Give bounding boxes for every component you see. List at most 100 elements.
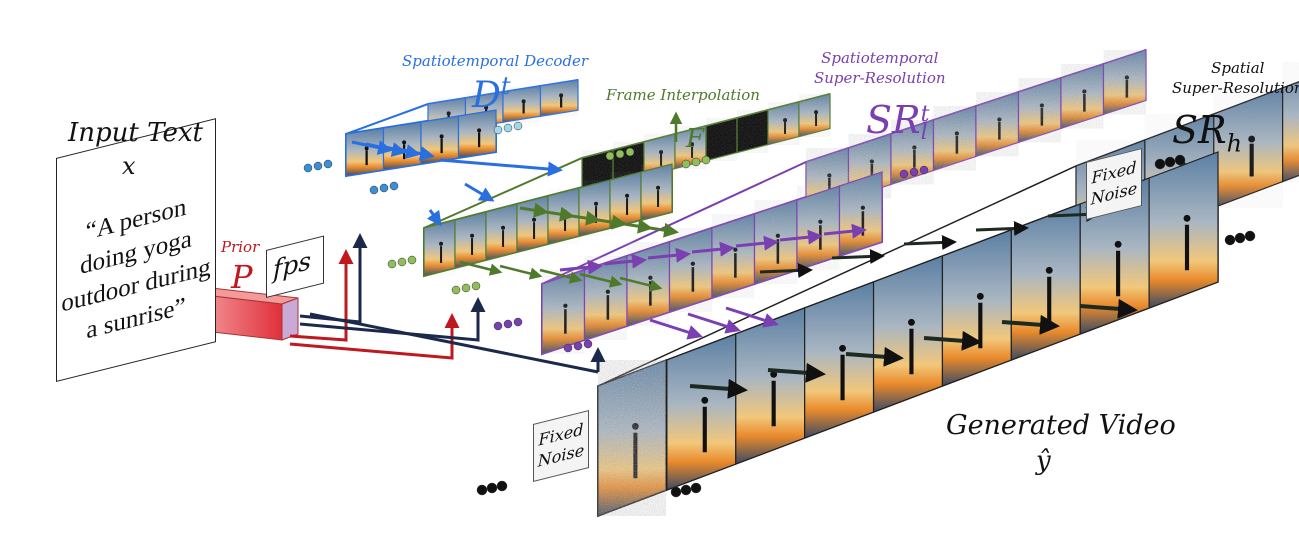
srl-to-srh-arrow <box>725 306 779 328</box>
ellipsis-dot <box>1174 154 1186 166</box>
sr-low-strip-front-frame <box>583 255 628 341</box>
silhouette-head <box>770 370 778 378</box>
interp-inner-arrow <box>649 222 679 238</box>
srl-inner-arrow <box>735 235 779 251</box>
frame-image <box>941 229 1012 387</box>
interp-top-dots <box>605 147 635 161</box>
srl-inner-arrow <box>559 259 603 275</box>
interp-inner-arrow <box>519 202 549 218</box>
srh-inner-arrow <box>903 234 957 250</box>
sr-high-strip-front-frame <box>941 229 1012 387</box>
frame-noise <box>424 220 455 276</box>
ellipsis-dot <box>605 151 615 161</box>
sr-high-strip-front-frame <box>872 255 944 413</box>
sr-low-strip-front-frame <box>796 185 841 271</box>
frame-noise <box>768 102 799 145</box>
sr-high-strip-front-frame <box>666 333 737 491</box>
sr-low-strip-back-frame <box>1102 49 1147 116</box>
frame-noise <box>1213 88 1283 208</box>
sr-low-strip-back-frame <box>975 91 1020 158</box>
srh-inner-arrow <box>767 362 826 383</box>
sr-low-strip-back-frame <box>1017 77 1062 144</box>
ellipsis-dot <box>919 165 929 175</box>
interp-left-dots <box>387 255 417 269</box>
frame-noise <box>675 126 706 169</box>
sr-high-strip-back-frame <box>1213 87 1284 209</box>
srh-inner-arrow <box>845 346 904 367</box>
ellipsis-dot <box>1224 234 1236 246</box>
decoder-strip-front-frame <box>457 109 497 159</box>
ellipsis-dot <box>486 482 498 494</box>
decoder-symbol: Dt <box>472 72 511 116</box>
srl-inner-arrow <box>691 241 735 257</box>
ellipsis-dot <box>563 343 573 353</box>
interp-to-srl-arrow <box>619 276 663 292</box>
silhouette-head <box>402 140 407 145</box>
frame-noise <box>455 212 486 268</box>
interp-to-srl-arrow <box>459 260 503 276</box>
srl-to-srh-arrow <box>687 312 741 334</box>
frame-noise <box>540 80 578 117</box>
ellipsis-dot <box>397 257 407 267</box>
ellipsis-dot <box>681 159 691 169</box>
frame-noise <box>579 180 610 236</box>
fps-label: fps <box>273 245 312 285</box>
frame-image <box>735 307 806 465</box>
frame-image <box>345 127 385 177</box>
decoder-strip-back-frame <box>539 79 579 117</box>
ellipsis-dot <box>680 484 692 496</box>
ellipsis-dot <box>503 319 513 329</box>
frame-image <box>1148 151 1219 309</box>
srl-label-line: Super-Resolution <box>814 69 946 87</box>
frame-noise <box>584 256 627 340</box>
interp-strip-front-frame <box>578 179 611 237</box>
interp-inner-arrow <box>597 214 627 230</box>
interp-right-dots <box>681 155 711 169</box>
silhouette-head <box>1183 214 1191 222</box>
ellipsis-dot <box>615 149 625 159</box>
srh-label: Spatial Super-Resolution <box>1172 58 1299 98</box>
srh-symbol-sub: h <box>1226 129 1243 158</box>
interp-inner-arrow <box>545 206 575 222</box>
prior-to-decoder-line <box>289 249 354 342</box>
ellipsis-dot <box>899 169 909 179</box>
frame-noise <box>797 186 840 270</box>
srh-inner-arrow <box>1079 298 1138 319</box>
prior-to-interp-line <box>289 313 460 360</box>
decoder-right-dots <box>493 121 523 135</box>
silhouette-head <box>839 344 846 352</box>
ellipsis-dot <box>625 147 635 157</box>
sr-high-strip-front-frame <box>1148 151 1219 309</box>
srl-right-dots <box>899 165 929 179</box>
ellipsis-dot <box>476 484 488 496</box>
srh-inner-arrow <box>831 248 885 264</box>
decoder-symbol-main: D <box>472 75 501 116</box>
ellipsis-dot <box>670 486 682 498</box>
srl-inner-arrow <box>823 223 867 239</box>
ellipsis-dot <box>303 163 313 173</box>
frame-noise <box>1282 81 1299 182</box>
ellipsis-dot <box>493 321 503 331</box>
srh-symbol-main: SR <box>1172 108 1227 152</box>
interp-strip-front-frame <box>485 203 518 261</box>
srl-inner-arrow <box>603 253 647 269</box>
decoder-left-dots <box>303 159 333 173</box>
silhouette-head <box>477 128 482 133</box>
ellipsis-dot <box>389 181 399 191</box>
frame-noise <box>517 196 548 252</box>
interp-to-srl-arrow <box>499 264 543 280</box>
srl-symbol-main: SR <box>866 98 921 142</box>
frame-image <box>382 121 422 171</box>
frame-image <box>666 333 737 491</box>
interp-strip-front-frame <box>516 195 549 253</box>
decoder-to-interp-arrow <box>464 182 495 202</box>
decoder-inner-arrow <box>393 146 435 161</box>
ellipsis-dot <box>1244 230 1256 242</box>
interp-strip-back-frame <box>736 109 769 154</box>
ellipsis-dot <box>461 283 471 293</box>
sr-high-strip-front-frame <box>735 307 806 465</box>
interp-strip-front-frame <box>454 211 487 269</box>
frame-image <box>872 255 944 413</box>
interp-strip-back-frame <box>705 117 738 162</box>
noisy-first-frame <box>597 359 667 517</box>
